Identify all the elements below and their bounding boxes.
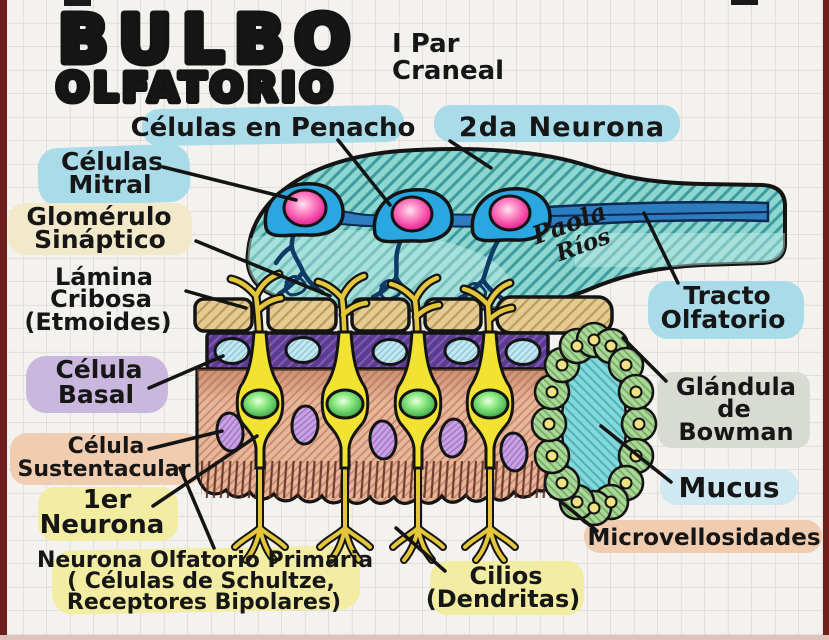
leader-segunda-neurona bbox=[448, 139, 493, 170]
basal-cells bbox=[213, 336, 542, 366]
photo-edge-bottom bbox=[0, 635, 829, 640]
leader-mucus bbox=[599, 424, 673, 484]
highlight-primera-neurona bbox=[38, 487, 178, 541]
leader-glomerulo-sinaptico bbox=[194, 239, 332, 298]
leader-cilios bbox=[394, 526, 447, 573]
highlight-glandula-bowman bbox=[658, 372, 810, 448]
leader-tracto-olfatorio bbox=[642, 211, 680, 285]
photo-edge-right bbox=[823, 0, 829, 640]
leader-neurona-olfatoria bbox=[178, 466, 216, 550]
leader-microvellosidades bbox=[558, 499, 599, 533]
photo-artifact-top-left bbox=[64, 0, 91, 6]
highlight-celulas-en-penacho bbox=[141, 105, 405, 146]
label-cilios-dendritas: Cilios(Dendritas) bbox=[426, 562, 580, 613]
title-line2: OLFATORIO bbox=[56, 66, 337, 111]
subtitle-line2: Craneal bbox=[392, 56, 504, 86]
leader-celula-basal bbox=[147, 354, 225, 390]
highlight-celula-basal bbox=[26, 356, 168, 413]
highlight-neurona-olfatoria bbox=[51, 545, 361, 615]
leader-celula-sustentacular bbox=[147, 429, 224, 451]
olfactory-neurons bbox=[235, 330, 515, 470]
bowman-gland-cell-nuclei bbox=[542, 333, 646, 515]
highlight-cilios-dendritas bbox=[430, 561, 584, 615]
highlight-tracto-olfatorio bbox=[648, 281, 804, 339]
leader-glandula-bowman bbox=[621, 336, 668, 383]
leader-celulas-en-penacho bbox=[336, 138, 392, 207]
highlight-glomerulo-sinaptico bbox=[8, 203, 192, 255]
mitral-cell-nucleus bbox=[282, 188, 328, 228]
photo-edge-left bbox=[0, 0, 7, 640]
basal-cell-layer bbox=[205, 331, 550, 371]
label-microvellosidades: Microvellosidades bbox=[587, 525, 820, 551]
microvilli-fringe bbox=[201, 461, 553, 498]
highlight-microvellosidades bbox=[584, 520, 822, 553]
label-mucus: Mucus bbox=[679, 471, 780, 504]
title-block: BULBO OLFATORIO I Par Craneal bbox=[53, 0, 504, 114]
label-neurona-olfatoria: Neurona Olfatorio Primaria( Células de S… bbox=[37, 548, 373, 615]
leader-lamina-cribosa bbox=[184, 289, 248, 310]
olfactory-bulb-and-tract bbox=[245, 146, 787, 312]
highlight-mucus bbox=[660, 469, 798, 505]
subtitle-line1: I Par bbox=[392, 29, 460, 59]
photo-artifact-top-right bbox=[731, 0, 758, 5]
highlight-celulas-mitral bbox=[37, 144, 191, 206]
leader-celulas-mitral bbox=[161, 165, 298, 202]
sustentacular-cell-nuclei bbox=[215, 404, 529, 473]
bowman-gland bbox=[530, 321, 658, 527]
leader-lines bbox=[147, 138, 680, 573]
mitral-cells bbox=[263, 182, 552, 244]
mitral-cell-nucleus bbox=[390, 195, 434, 233]
label-celulas-en-penacho: Células en Penacho bbox=[131, 113, 416, 143]
neuron-nuclei bbox=[240, 388, 510, 420]
highlight-segunda-neurona bbox=[434, 105, 680, 142]
mitral-cell-nucleus bbox=[488, 194, 532, 232]
label-segunda-neurona: 2da Neurona bbox=[459, 112, 665, 143]
title-line1: BULBO bbox=[58, 1, 360, 78]
olfactory-neuron-axon-tufts bbox=[226, 269, 517, 357]
leader-primera-neurona bbox=[151, 434, 259, 508]
